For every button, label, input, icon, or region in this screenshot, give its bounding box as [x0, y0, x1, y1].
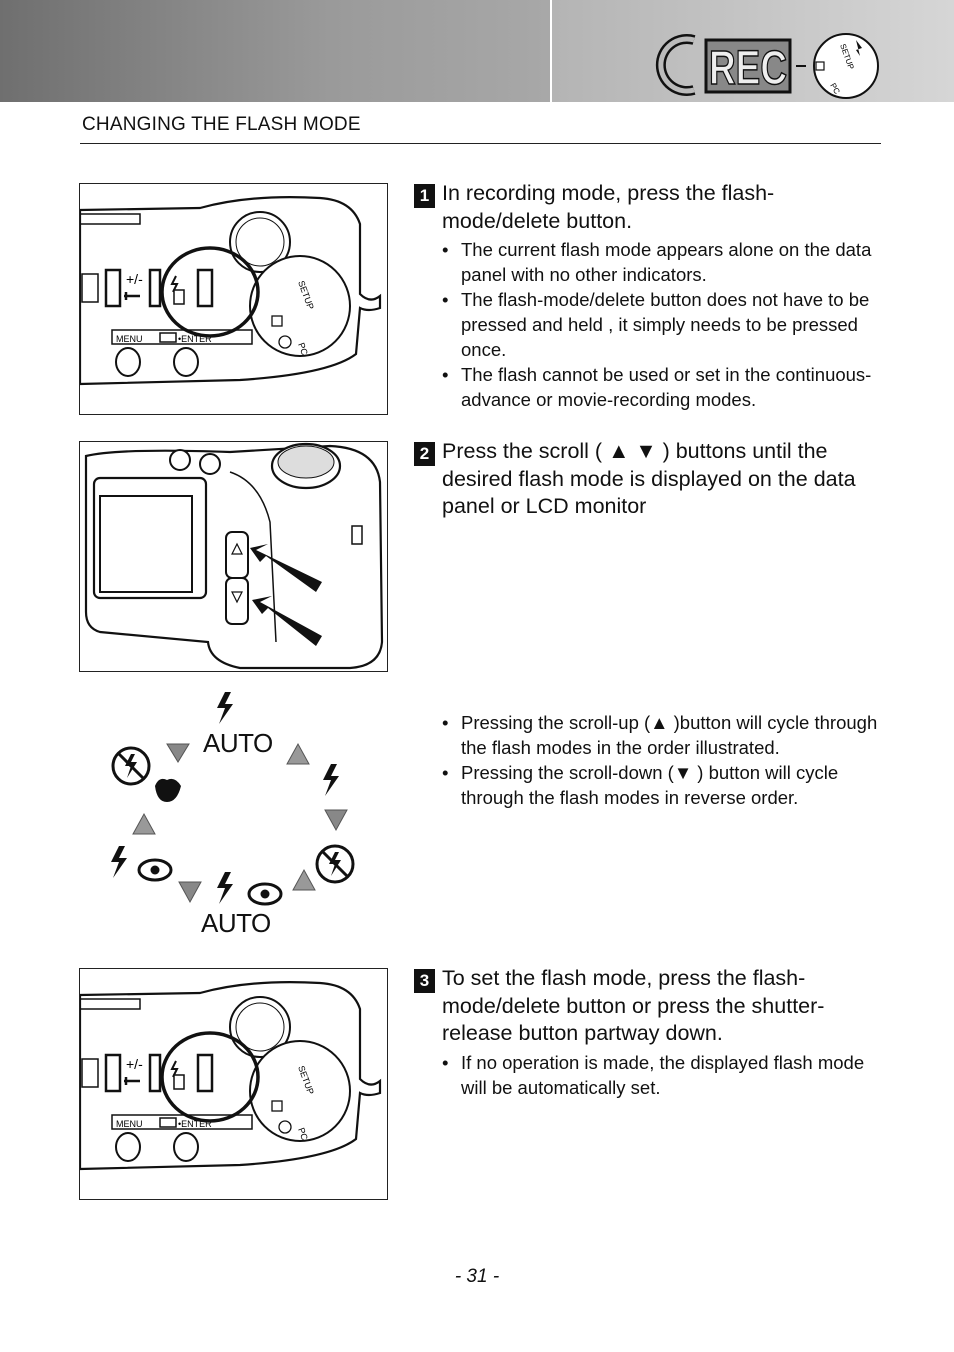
svg-text:+/-: +/- — [126, 271, 143, 287]
svg-text:PC: PC — [296, 341, 310, 357]
step-heading: Press the scroll ( ▲ ▼ ) buttons until t… — [442, 439, 856, 518]
flash-icon — [170, 1060, 179, 1078]
down-arrow-icon — [166, 743, 190, 763]
rec-mode-badge: REC SETUP PC — [655, 33, 879, 99]
svg-text:MENU: MENU — [116, 1119, 143, 1129]
down-arrow-icon — [178, 881, 202, 904]
svg-text:•ENTER: •ENTER — [178, 1119, 212, 1129]
step-number: 2 — [414, 442, 435, 466]
trash-icon — [173, 1074, 185, 1090]
svg-text:PC: PC — [296, 1126, 310, 1142]
header-band-left — [0, 0, 550, 102]
arrow-icon — [250, 544, 322, 592]
flash-icon — [217, 692, 233, 724]
flash-icon — [217, 872, 233, 904]
step-heading: To set the flash mode, press the flash-m… — [442, 966, 825, 1045]
scroll-up-button — [225, 531, 249, 579]
flash-icon — [111, 846, 127, 878]
arrow-icon — [252, 596, 322, 646]
section-rule — [80, 143, 881, 144]
step-bullets: The current flash mode appears alone on … — [442, 237, 884, 412]
rec-label: REC — [709, 42, 787, 95]
bullet-item: Pressing the scroll-down (▼ ) button wil… — [442, 760, 884, 810]
step-number: 1 — [414, 184, 435, 208]
flash-mode-cycle-diagram: AUTO AUTO — [95, 684, 375, 944]
figure-camera-top-3: +/- SETUP PC MENU •ENTER — [79, 968, 388, 1200]
mode-dial — [249, 1040, 351, 1142]
section-title: CHANGING THE FLASH MODE — [82, 114, 361, 135]
bullet-item: The current flash mode appears alone on … — [442, 237, 884, 287]
step-bullets: Pressing the scroll-up (▲ )button will c… — [442, 710, 884, 810]
step-bullets: If no operation is made, the displayed f… — [442, 1050, 884, 1100]
auto-label-bottom: AUTO — [201, 908, 271, 938]
mode-dial-icon — [813, 33, 879, 99]
bullet-item: The flash cannot be used or set in the c… — [442, 362, 884, 412]
flash-icon — [170, 275, 179, 293]
svg-text:MENU: MENU — [116, 334, 143, 344]
trash-icon — [173, 289, 185, 305]
flash-icon — [323, 764, 339, 796]
step-number: 3 — [414, 969, 435, 993]
figure-camera-back — [79, 441, 388, 672]
bullet-item: The flash-mode/delete button does not ha… — [442, 287, 884, 362]
up-arrow-icon — [132, 812, 156, 835]
bullet-item: If no operation is made, the displayed f… — [442, 1050, 884, 1100]
down-arrow-icon — [324, 809, 348, 832]
page-number: - 31 - — [454, 1266, 500, 1287]
mode-dial — [249, 255, 351, 357]
up-arrow-icon — [286, 742, 310, 765]
svg-text:+/-: +/- — [126, 1056, 143, 1072]
auto-label-top: AUTO — [203, 728, 273, 758]
highlight-circle — [160, 246, 260, 338]
step-heading: In recording mode, press the flash-mode/… — [442, 181, 775, 233]
macro-icon — [155, 778, 181, 802]
svg-text:•ENTER: •ENTER — [178, 334, 212, 344]
step-3: 3 To set the flash mode, press the flash… — [414, 965, 884, 1100]
step-2-bullets: Pressing the scroll-up (▲ )button will c… — [414, 708, 884, 810]
figure-camera-top-1: +/- SETUP PC MENU •ENTER — [79, 183, 388, 415]
up-arrow-icon — [292, 868, 316, 891]
bullet-item: Pressing the scroll-up (▲ )button will c… — [442, 710, 884, 760]
highlight-circle — [160, 1031, 260, 1123]
step-1: 1 In recording mode, press the flash-mod… — [414, 180, 884, 412]
step-2: 2 Press the scroll ( ▲ ▼ ) buttons until… — [414, 438, 884, 521]
